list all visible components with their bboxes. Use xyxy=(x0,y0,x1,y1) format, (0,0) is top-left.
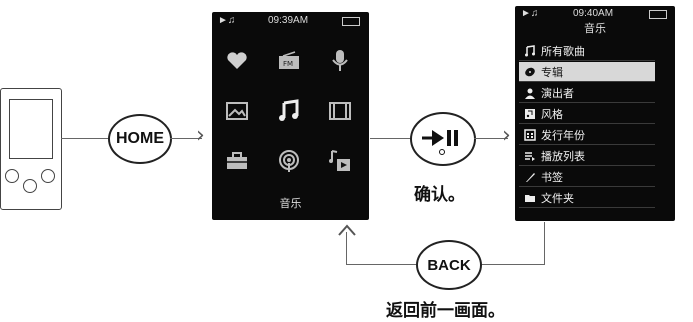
connector-line xyxy=(544,222,545,264)
podcast-icon[interactable] xyxy=(274,146,304,176)
connector-line xyxy=(474,138,508,139)
selected-item-label: 音乐 xyxy=(279,197,302,210)
device-button-left xyxy=(5,169,19,183)
genre-icon xyxy=(523,108,537,120)
menu-item-release-year[interactable]: 发行年份 xyxy=(519,125,655,145)
back-button[interactable]: BACK xyxy=(416,240,482,290)
bookmark-icon xyxy=(523,171,537,183)
photo-icon[interactable] xyxy=(222,96,252,126)
menu-item-folder[interactable]: 文件夹 xyxy=(519,188,655,208)
connector-line xyxy=(346,264,418,265)
favorites-icon[interactable] xyxy=(222,46,252,76)
album-disc-icon xyxy=(523,66,537,78)
play-status-icon: ►♫ xyxy=(218,15,236,26)
menu-item-artist[interactable]: 演出者 xyxy=(519,83,655,103)
home-button-label: HOME xyxy=(116,130,164,147)
player-device-illustration xyxy=(0,88,62,210)
connector-line xyxy=(346,232,347,265)
microphone-icon[interactable] xyxy=(325,46,355,76)
music-note-icon xyxy=(523,44,537,57)
screen-title: 音乐 xyxy=(584,22,606,35)
menu-item-album[interactable]: 专辑 xyxy=(519,62,655,82)
arrow-right-icon: › xyxy=(502,123,511,148)
menu-item-playlist[interactable]: 播放列表 xyxy=(519,146,655,166)
menu-item-bookmark[interactable]: 书签 xyxy=(519,167,655,187)
play-pause-icon xyxy=(422,130,458,155)
menu-item-all-songs[interactable]: 所有歌曲 xyxy=(519,41,655,61)
back-button-label: BACK xyxy=(427,256,471,274)
clock: 09:40AM xyxy=(573,8,614,19)
connector-line xyxy=(370,138,412,139)
menu-item-genre[interactable]: 风格 xyxy=(519,104,655,124)
connector-line xyxy=(170,138,202,139)
battery-icon xyxy=(649,10,667,19)
connector-line xyxy=(61,138,109,139)
play-pause-button[interactable] xyxy=(410,112,476,166)
home-menu-screen: ►♫ 09:39AM FM 音乐 xyxy=(212,12,369,220)
toolbox-icon[interactable] xyxy=(222,146,252,176)
confirm-caption: 确认。 xyxy=(414,185,465,205)
home-button[interactable]: HOME xyxy=(108,114,172,164)
playlist-icon xyxy=(523,150,537,162)
device-screen xyxy=(9,99,53,159)
device-button-center xyxy=(23,179,37,193)
video-film-icon[interactable] xyxy=(325,96,355,126)
battery-icon xyxy=(342,17,360,26)
svg-text:FM: FM xyxy=(283,60,293,68)
clock: 09:39AM xyxy=(268,15,309,26)
arrow-right-icon: › xyxy=(196,123,205,148)
music-menu-screen: ►♫ 09:40AM 音乐 所有歌曲 专辑 演出者 风格 发行年份 播放列表 书… xyxy=(515,6,675,221)
back-caption: 返回前一画面。 xyxy=(386,301,505,321)
music-video-icon[interactable] xyxy=(325,146,355,176)
folder-icon xyxy=(523,192,537,204)
play-status-icon: ►♫ xyxy=(521,8,539,19)
calendar-icon xyxy=(523,128,537,141)
music-note-icon[interactable] xyxy=(274,96,304,126)
person-icon xyxy=(523,87,537,99)
device-button-right xyxy=(41,169,55,183)
fm-radio-icon[interactable]: FM xyxy=(274,46,304,76)
connector-line xyxy=(478,264,545,265)
arrow-up-icon xyxy=(337,222,357,241)
